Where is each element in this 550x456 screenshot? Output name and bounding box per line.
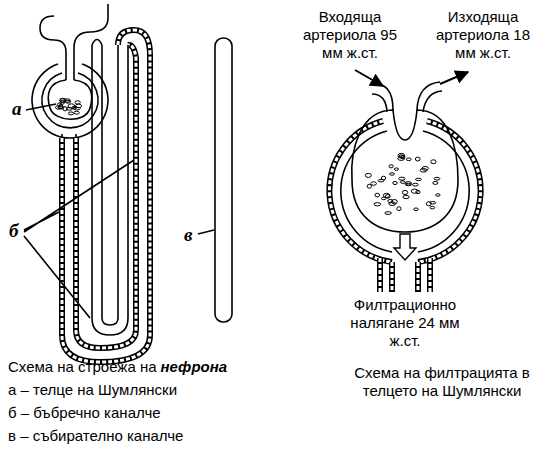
efferent-arteriole <box>417 82 442 112</box>
legend-line: б – бъбречно каналче <box>8 404 161 422</box>
cell <box>55 106 60 109</box>
cell <box>385 212 392 215</box>
cell <box>378 179 384 181</box>
cell <box>433 181 438 184</box>
legend-line: а – телце на Шумлянски <box>8 381 177 399</box>
cell <box>399 177 406 180</box>
cell <box>400 181 405 184</box>
pressure-label: Филтрационно налягане 24 мм ж.ст. <box>335 296 475 350</box>
leader-line <box>26 104 56 110</box>
filtration-arrow <box>394 234 416 260</box>
cell <box>66 108 72 111</box>
cell <box>367 184 371 188</box>
cell <box>365 173 371 177</box>
cell <box>398 153 405 157</box>
collecting-duct <box>215 38 232 322</box>
legend-line: в – събирателно каналче <box>8 427 183 445</box>
cell <box>431 160 436 164</box>
glomerulus-cells <box>365 153 440 214</box>
caption: Схема на филтрацията в телцето на Шумлян… <box>342 364 542 400</box>
cell <box>430 206 435 209</box>
glomerulus-cells <box>55 98 81 114</box>
cell <box>394 168 398 170</box>
cell <box>388 199 393 202</box>
pressure-label: Входяща артериола 95 мм ж.ст. <box>298 8 402 62</box>
cell <box>397 207 401 211</box>
inflow-arrow <box>355 70 383 86</box>
cell <box>414 208 419 211</box>
loop-outer <box>92 45 128 335</box>
cell <box>406 158 411 161</box>
capsule-inner <box>42 73 98 128</box>
outflow-arrow <box>440 72 468 84</box>
cell <box>389 165 393 168</box>
cell <box>405 182 411 185</box>
cell <box>411 189 418 193</box>
cell <box>374 203 381 206</box>
cell <box>390 173 395 175</box>
pressure-label: Изходяща артериола 18 мм ж.ст. <box>428 8 538 62</box>
cell <box>76 104 82 108</box>
caption-emphasis: нефрона <box>161 358 228 375</box>
leader-line <box>198 230 214 234</box>
cell <box>436 194 440 197</box>
cell <box>375 193 380 197</box>
cell <box>402 190 407 194</box>
glomerulus <box>352 110 458 232</box>
callout-letter: в <box>184 224 193 246</box>
callout-letter: б <box>9 220 18 242</box>
cell <box>68 112 73 115</box>
cell <box>60 98 66 102</box>
cell <box>415 157 420 161</box>
afferent-vessel <box>40 16 66 80</box>
glomerulus <box>48 80 91 119</box>
cell <box>403 195 409 198</box>
caption-line: Схема на строежа на <box>8 358 157 376</box>
callout-letter: а <box>12 98 22 120</box>
nephron <box>24 4 232 362</box>
cell <box>434 177 440 180</box>
efferent-vessel <box>74 4 108 80</box>
cell <box>413 183 419 186</box>
cell <box>74 111 79 114</box>
loop-inner <box>102 45 118 325</box>
cell <box>393 181 397 184</box>
filtration-scheme <box>329 70 480 292</box>
loop-cap <box>92 40 102 46</box>
leader-line <box>24 160 134 318</box>
cell <box>420 169 427 173</box>
cell <box>75 101 80 104</box>
cell <box>381 197 385 200</box>
cell <box>426 202 431 206</box>
capsule-outer <box>32 64 108 138</box>
afferent-arteriole <box>372 84 393 112</box>
cell <box>415 178 421 180</box>
